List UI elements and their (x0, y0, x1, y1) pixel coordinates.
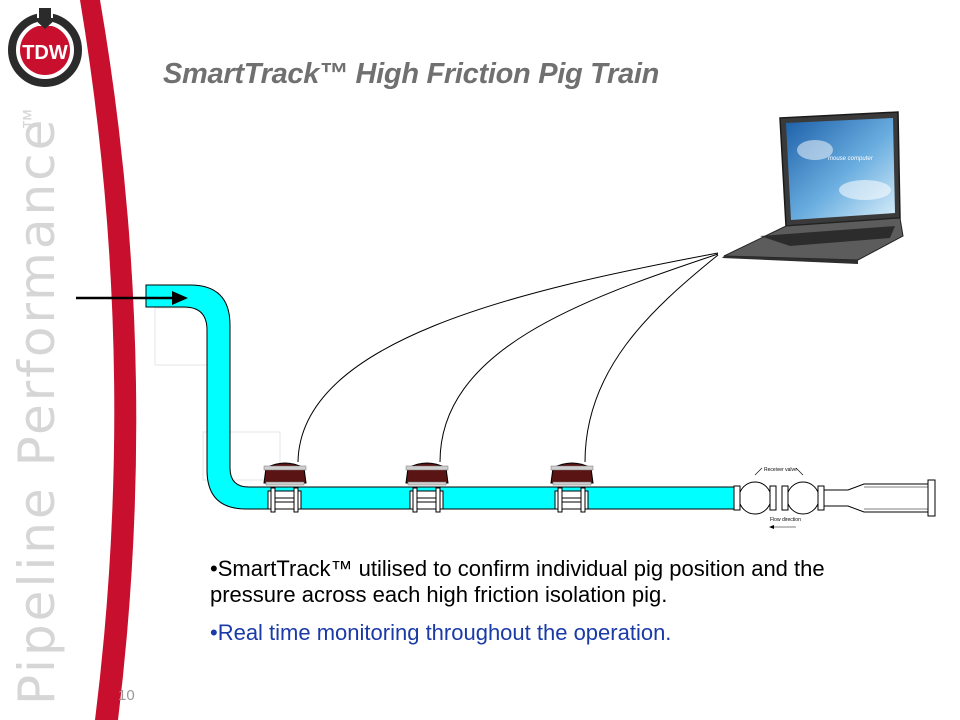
logo-text: TDW (22, 42, 68, 64)
pig-3 (550, 462, 594, 513)
pig-cup (435, 487, 441, 513)
pig-cup (557, 487, 563, 513)
page-title: SmartTrack™ High Friction Pig Train (163, 58, 660, 90)
valve-label-bottom: Flow direction (770, 517, 801, 523)
construction-box (202, 431, 281, 481)
down-arrow-icon (33, 8, 57, 29)
pig-cup (293, 487, 299, 513)
bullet-item-1: •SmartTrack™ utilised to confirm individ… (210, 556, 825, 607)
logo-disc (20, 25, 70, 75)
receiver-closure (927, 479, 936, 517)
pig-body (554, 490, 589, 510)
laptop-keyboard (760, 226, 895, 246)
pig-body (267, 490, 302, 510)
pig-1 (263, 462, 307, 513)
laptop-icon: mouse computer (722, 111, 904, 264)
valve-1 (733, 481, 777, 515)
pig-cup (270, 487, 276, 513)
bullet-list: •SmartTrack™ utilised to confirm individ… (210, 556, 830, 658)
receiver-barrel (823, 483, 931, 513)
construction-box (154, 307, 208, 366)
valve-2 (781, 481, 825, 515)
laptop-screen-text: mouse computer (828, 156, 874, 162)
pig-cup (580, 487, 586, 513)
red-band-shape (80, 0, 137, 720)
valve-label-top: Receiver valve (764, 467, 797, 473)
signal-line (439, 253, 719, 463)
signal-line (584, 254, 719, 463)
flow-arrow-icon (172, 291, 188, 305)
pig-2 (405, 462, 449, 513)
page-number: 10 (118, 687, 135, 704)
tdw-logo: TDW (8, 6, 82, 87)
pig-body (409, 490, 444, 510)
pig-cup (412, 487, 418, 513)
laptop-screen (786, 118, 895, 220)
bullet-item-2: •Real time monitoring throughout the ope… (210, 620, 672, 645)
signal-line (297, 252, 719, 463)
